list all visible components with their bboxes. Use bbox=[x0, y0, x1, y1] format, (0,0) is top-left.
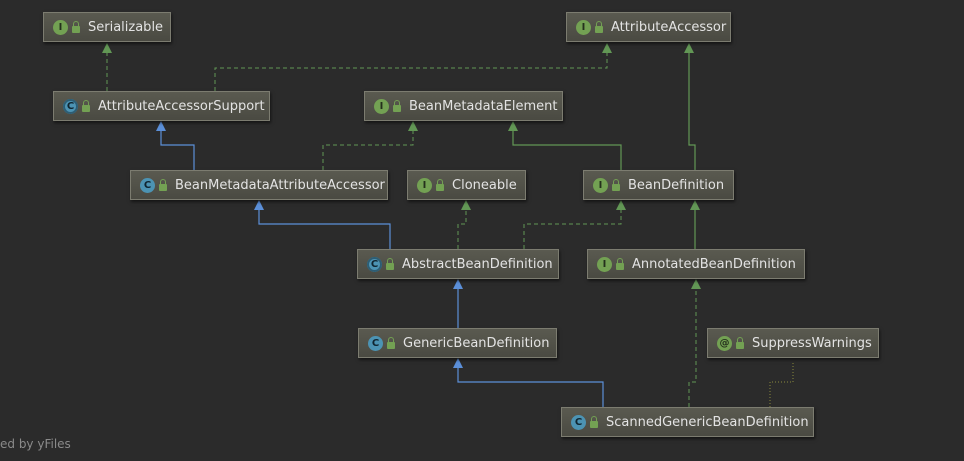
node-bean-metadata-attribute-accessor[interactable]: C BeanMetadataAttributeAccessor bbox=[130, 170, 388, 200]
lock-icon bbox=[386, 257, 394, 270]
edge-scanned-generic-bean-definition-implements-annotated-bean-definition bbox=[688, 279, 701, 407]
class-icon: C bbox=[140, 177, 155, 193]
edge-bean-metadata-attribute-accessor-extends-attribute-accessor-support bbox=[156, 121, 195, 170]
abstract-class-icon: C bbox=[367, 256, 382, 272]
node-label: GenericBeanDefinition bbox=[403, 335, 550, 351]
class-icon: C bbox=[571, 414, 586, 430]
edge-bean-metadata-attribute-accessor-implements-bean-metadata-element bbox=[322, 121, 418, 170]
interface-icon: I bbox=[593, 177, 608, 193]
lock-icon bbox=[616, 257, 624, 270]
node-abstract-bean-definition[interactable]: C AbstractBeanDefinition bbox=[357, 249, 559, 279]
node-label: BeanDefinition bbox=[628, 177, 725, 193]
lock-icon bbox=[387, 336, 395, 349]
node-label: ScannedGenericBeanDefinition bbox=[606, 414, 809, 430]
class-icon: C bbox=[368, 335, 383, 351]
node-cloneable[interactable]: I Cloneable bbox=[407, 170, 526, 200]
interface-icon: I bbox=[417, 177, 432, 193]
interface-icon: I bbox=[597, 256, 612, 272]
node-label: BeanMetadataAttributeAccessor bbox=[175, 177, 385, 193]
edge-abstract-bean-definition-extends-bean-metadata-attribute-accessor bbox=[254, 200, 391, 249]
node-label: AttributeAccessor bbox=[611, 19, 727, 35]
lock-icon bbox=[736, 336, 744, 349]
node-attribute-accessor[interactable]: I AttributeAccessor bbox=[566, 12, 731, 42]
lock-icon bbox=[72, 20, 80, 33]
interface-icon: I bbox=[374, 98, 389, 114]
node-suppress-warnings[interactable]: @ SuppressWarnings bbox=[707, 328, 879, 358]
edge-bean-definition-extends-attribute-accessor bbox=[684, 43, 696, 170]
lock-icon bbox=[82, 99, 90, 112]
node-label: AbstractBeanDefinition bbox=[402, 256, 553, 272]
node-attribute-accessor-support[interactable]: C AttributeAccessorSupport bbox=[53, 91, 270, 121]
annotation-icon: @ bbox=[717, 335, 732, 351]
node-generic-bean-definition[interactable]: C GenericBeanDefinition bbox=[358, 328, 557, 358]
edge-scanned-generic-bean-definition-annotated-with-suppress-warnings bbox=[769, 363, 794, 407]
powered-by-footer: ed by yFiles bbox=[0, 437, 71, 451]
edge-abstract-bean-definition-implements-bean-definition bbox=[523, 200, 626, 249]
node-label: AttributeAccessorSupport bbox=[98, 98, 265, 114]
lock-icon bbox=[393, 99, 401, 112]
lock-icon bbox=[436, 178, 444, 191]
node-label: Cloneable bbox=[452, 177, 517, 193]
node-label: SuppressWarnings bbox=[752, 335, 872, 351]
edge-scanned-generic-bean-definition-extends-generic-bean-definition bbox=[453, 358, 604, 407]
node-scanned-generic-bean-definition[interactable]: C ScannedGenericBeanDefinition bbox=[561, 407, 814, 437]
node-annotated-bean-definition[interactable]: I AnnotatedBeanDefinition bbox=[587, 249, 805, 279]
node-label: AnnotatedBeanDefinition bbox=[632, 256, 796, 272]
edge-bean-definition-extends-bean-metadata-element bbox=[508, 121, 622, 170]
lock-icon bbox=[159, 178, 167, 191]
edge-attribute-accessor-support-implements-attribute-accessor bbox=[214, 43, 612, 91]
interface-icon: I bbox=[576, 19, 591, 35]
node-bean-metadata-element[interactable]: I BeanMetadataElement bbox=[364, 91, 563, 121]
abstract-class-icon: C bbox=[63, 98, 78, 114]
edge-abstract-bean-definition-implements-cloneable bbox=[457, 200, 471, 249]
node-label: BeanMetadataElement bbox=[409, 98, 558, 114]
lock-icon bbox=[612, 178, 620, 191]
lock-icon bbox=[595, 20, 603, 33]
node-label: Serializable bbox=[88, 19, 164, 35]
interface-icon: I bbox=[53, 19, 68, 35]
node-serializable[interactable]: I Serializable bbox=[43, 12, 171, 42]
node-bean-definition[interactable]: I BeanDefinition bbox=[583, 170, 734, 200]
lock-icon bbox=[590, 415, 598, 428]
